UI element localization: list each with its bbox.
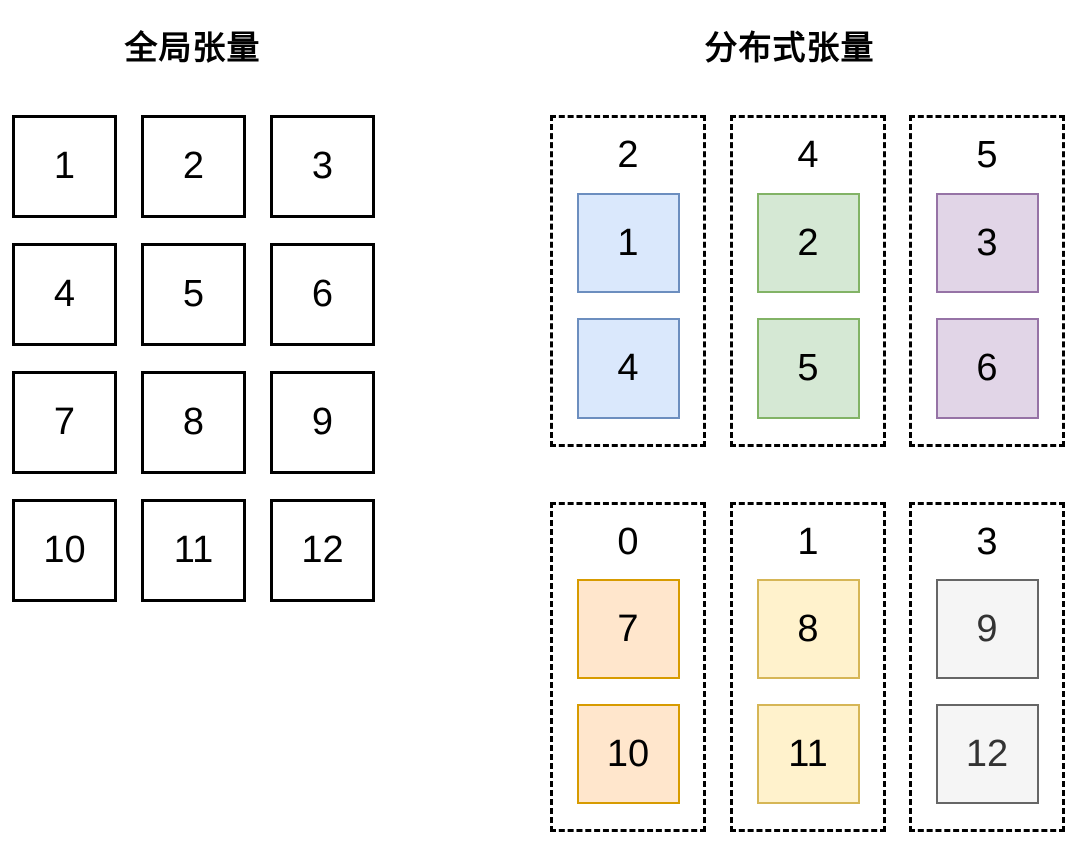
shard-cell: 5 [756, 318, 860, 419]
tensor-cell: 7 [12, 371, 117, 474]
device-group: 4 2 5 [730, 115, 886, 447]
shard-cell: 11 [756, 704, 860, 805]
global-tensor-title: 全局张量 [124, 29, 261, 66]
device-group-label: 0 [617, 520, 639, 563]
tensor-cell: 11 [141, 499, 246, 602]
tensor-cell: 9 [270, 371, 375, 474]
device-group: 0 7 10 [550, 502, 706, 832]
device-group-label: 3 [976, 520, 998, 563]
tensor-cell: 8 [141, 371, 246, 474]
shard-cell: 2 [756, 192, 860, 294]
device-group-label: 2 [617, 133, 639, 176]
tensor-cell: 3 [270, 115, 375, 218]
tensor-cell: 4 [12, 243, 117, 346]
shard-cell: 9 [935, 579, 1039, 680]
device-group: 3 9 12 [909, 502, 1065, 832]
device-group-label: 5 [976, 133, 998, 176]
tensor-cell: 10 [12, 499, 117, 602]
tensor-cell: 5 [141, 243, 246, 346]
tensor-cell: 12 [270, 499, 375, 602]
device-group-label: 4 [797, 133, 819, 176]
shard-cell: 8 [756, 579, 860, 680]
tensor-cell: 1 [12, 115, 117, 218]
device-group-label: 1 [797, 520, 819, 563]
tensor-cell: 6 [270, 243, 375, 346]
device-group: 1 8 11 [730, 502, 886, 832]
shard-cell: 3 [935, 192, 1039, 294]
device-group: 2 1 4 [550, 115, 706, 447]
distributed-tensor-title: 分布式张量 [704, 29, 875, 66]
shard-cell: 4 [576, 318, 680, 419]
shard-cell: 1 [576, 192, 680, 294]
device-group: 5 3 6 [909, 115, 1065, 447]
shard-cell: 7 [576, 579, 680, 680]
tensor-cell: 2 [141, 115, 246, 218]
shard-cell: 12 [935, 704, 1039, 805]
shard-cell: 10 [576, 704, 680, 805]
global-tensor-grid: 1 2 3 4 5 6 7 8 9 10 11 12 [12, 115, 375, 602]
shard-cell: 6 [935, 318, 1039, 419]
